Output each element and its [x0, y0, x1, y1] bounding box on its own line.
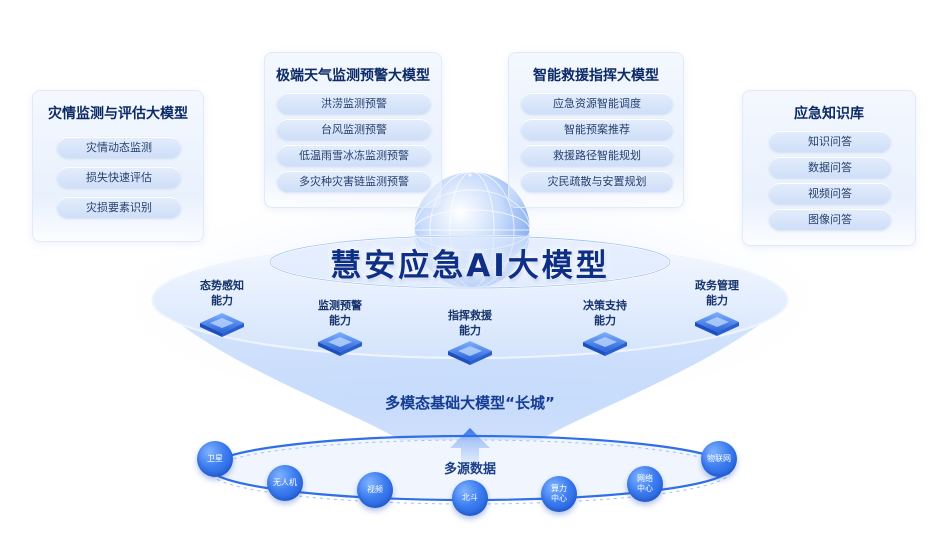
item-damage-recognition: 灾损要素识别	[57, 197, 181, 218]
item-plan-recommendation: 智能预案推荐	[521, 119, 673, 140]
item-dynamic-monitoring: 灾情动态监测	[57, 137, 181, 158]
core-title: 慧安应急AI大模型	[330, 248, 610, 284]
capability-line2: 能力	[594, 314, 616, 327]
capability-decision: 决策支持 能力	[570, 298, 640, 328]
chip-government	[695, 312, 739, 336]
source-drone: 无人机	[267, 465, 303, 501]
capability-government: 政务管理 能力	[682, 278, 752, 308]
item-data-qa: 数据问答	[769, 157, 891, 178]
card-title: 灾情监测与评估大模型	[48, 106, 188, 122]
data-sources-title: 多源数据	[443, 462, 496, 477]
capability-line1: 态势感知	[200, 279, 244, 292]
card-knowledge-base: 应急知识库 知识问答 数据问答 视频问答 图像问答	[742, 90, 916, 246]
item-resource-dispatch: 应急资源智能调度	[521, 93, 673, 114]
item-image-qa: 图像问答	[769, 209, 891, 230]
capability-line1: 监测预警	[318, 299, 362, 312]
item-knowledge-qa: 知识问答	[769, 131, 891, 152]
source-iot: 物联网	[701, 441, 737, 477]
capability-line1: 决策支持	[583, 299, 627, 312]
item-typhoon-warning: 台风监测预警	[277, 119, 431, 140]
card-extreme-weather: 极端天气监测预警大模型 洪涝监测预警 台风监测预警 低温雨雪冰冻监测预警 多灾种…	[264, 52, 442, 208]
card-title: 智能救援指挥大模型	[533, 68, 659, 84]
item-flood-warning: 洪涝监测预警	[277, 93, 431, 114]
source-video: 视频	[357, 472, 393, 508]
item-evacuation-planning: 灾民疏散与安置规划	[521, 171, 673, 192]
capability-warning: 监测预警 能力	[305, 298, 375, 328]
source-computing-center: 算力 中心	[541, 476, 577, 512]
card-title: 极端天气监测预警大模型	[276, 68, 430, 84]
chip-warning	[318, 332, 362, 356]
source-beidou: 北斗	[452, 480, 488, 516]
capability-line2: 能力	[211, 294, 233, 307]
capability-line1: 政务管理	[695, 279, 739, 292]
item-video-qa: 视频问答	[769, 183, 891, 204]
capability-situational: 态势感知 能力	[187, 278, 257, 308]
item-freeze-warning: 低温雨雪冰冻监测预警	[277, 145, 431, 166]
item-loss-assessment: 损失快速评估	[57, 167, 181, 188]
card-rescue-command: 智能救援指挥大模型 应急资源智能调度 智能预案推荐 救援路径智能规划 灾民疏散与…	[508, 52, 684, 208]
chip-rescue	[448, 341, 492, 365]
source-satellite: 卫星	[197, 441, 233, 477]
capability-line2: 能力	[706, 294, 728, 307]
card-title: 应急知识库	[794, 106, 864, 122]
capability-line2: 能力	[329, 314, 351, 327]
source-network-center: 网络 中心	[627, 466, 663, 502]
capability-line2: 能力	[459, 324, 481, 337]
item-route-planning: 救援路径智能规划	[521, 145, 673, 166]
card-disaster-monitoring: 灾情监测与评估大模型 灾情动态监测 损失快速评估 灾损要素识别	[32, 90, 204, 242]
base-model-title: 多模态基础大模型“长城”	[385, 394, 555, 412]
item-multi-hazard-warning: 多灾种灾害链监测预警	[277, 171, 431, 192]
chip-decision	[583, 332, 627, 356]
capability-rescue: 指挥救援 能力	[435, 308, 505, 338]
chip-situational	[200, 313, 244, 337]
capability-line1: 指挥救援	[448, 309, 492, 322]
